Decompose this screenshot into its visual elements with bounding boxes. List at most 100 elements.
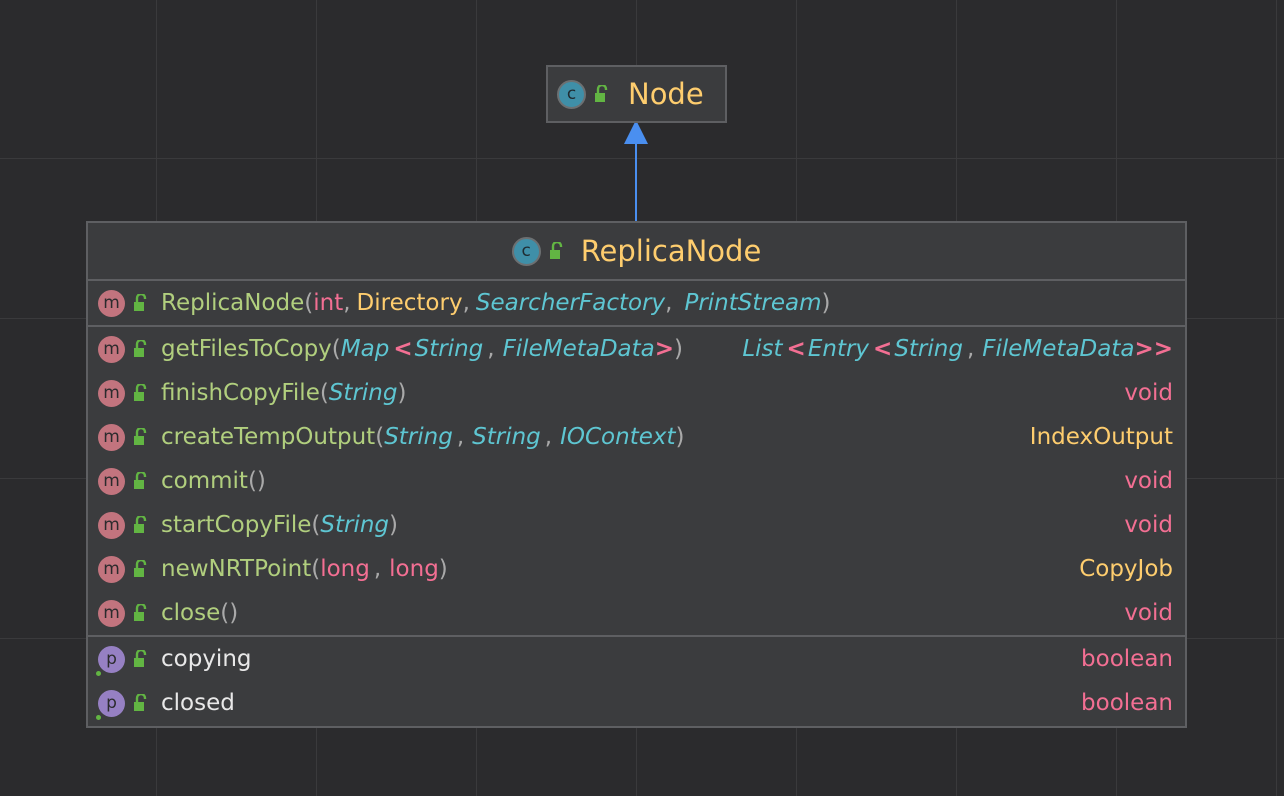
param-separator: ,: [665, 290, 673, 316]
public-lock-icon: [134, 428, 147, 445]
method-icon: m: [98, 467, 125, 495]
return-type: void: [1124, 512, 1173, 538]
close-paren: ): [256, 468, 266, 494]
public-lock-icon: [134, 384, 147, 401]
public-lock-icon: [134, 472, 147, 489]
constructor-param: int: [313, 290, 344, 316]
return-type: void: [1124, 380, 1173, 406]
open-paren: (: [319, 380, 329, 406]
public-lock-icon: [549, 242, 562, 259]
constructor-param: Directory: [356, 290, 463, 316]
method-param: long: [389, 556, 439, 582]
return-type: CopyJob: [1079, 556, 1173, 582]
open-paren: (: [304, 290, 314, 316]
close-paren: ): [438, 556, 448, 582]
method-name: finishCopyFile: [161, 380, 320, 406]
method-param: String: [320, 512, 390, 538]
method-param: String: [472, 424, 541, 450]
method-param: String: [384, 424, 453, 450]
close-paren: ): [675, 424, 685, 450]
inheritance-arrow: [624, 120, 648, 224]
close-paren: ): [821, 290, 831, 316]
param-separator: ,: [456, 424, 465, 450]
method-name: createTempOutput: [161, 424, 376, 450]
replicanode-header: c ReplicaNode: [88, 223, 1185, 281]
node-header: c Node: [548, 67, 725, 121]
param-separator: ,: [462, 290, 470, 316]
type-token: FileMetaData: [502, 336, 655, 362]
type-token: Entry: [807, 336, 870, 362]
method-param: long: [320, 556, 370, 582]
return-type: List<Entry<String,FileMetaData>>: [742, 336, 1173, 362]
field-name: closed: [161, 690, 235, 716]
return-type: void: [1124, 468, 1173, 494]
close-paren: ): [229, 600, 239, 626]
return-type: void: [1124, 600, 1173, 626]
public-lock-icon: [134, 516, 147, 533]
class-icon: c: [557, 79, 586, 109]
method-name: startCopyFile: [161, 512, 312, 538]
type-token: >>: [1134, 336, 1173, 362]
method-name: newNRTPoint: [161, 556, 312, 582]
field-row-closed[interactable]: p closed boolean: [88, 681, 1185, 725]
open-paren: (: [311, 512, 321, 538]
open-paren: (: [220, 600, 230, 626]
class-node-box[interactable]: c Node: [546, 65, 727, 123]
close-paren: ): [674, 336, 684, 362]
method-param: String: [328, 380, 398, 406]
method-name: close: [161, 600, 221, 626]
property-icon: p: [96, 645, 125, 676]
open-paren: (: [247, 468, 257, 494]
public-lock-icon: [134, 694, 147, 711]
method-icon: m: [98, 423, 125, 451]
node-class-name: Node: [628, 77, 704, 111]
method-icon: m: [98, 289, 125, 317]
type-token: ,: [966, 336, 975, 362]
method-icon: m: [98, 511, 125, 539]
type-token: <: [873, 336, 893, 362]
method-icon: m: [98, 555, 125, 583]
type-token: String: [894, 336, 963, 362]
public-lock-icon: [134, 294, 147, 311]
type-token: <: [786, 336, 806, 362]
method-name: commit: [161, 468, 248, 494]
field-name: copying: [161, 646, 252, 672]
close-paren: ): [397, 380, 407, 406]
constructor-name: ReplicaNode: [161, 290, 305, 316]
method-icon: m: [98, 335, 125, 363]
type-token: >: [654, 336, 675, 362]
param-separator: ,: [544, 424, 553, 450]
method-name: getFilesToCopy: [161, 336, 332, 362]
open-paren: (: [311, 556, 321, 582]
param-separator: ,: [373, 556, 382, 582]
return-type: IndexOutput: [1029, 424, 1173, 450]
public-lock-icon: [134, 340, 147, 357]
public-lock-icon: [134, 604, 147, 621]
method-param: IOContext: [560, 424, 676, 450]
type-token: List: [742, 336, 783, 362]
public-lock-icon: [595, 85, 608, 102]
constructor-param: SearcherFactory: [475, 290, 666, 316]
field-type: boolean: [1081, 690, 1173, 716]
param-separator: ,: [343, 290, 351, 316]
type-token: Map: [340, 336, 390, 362]
property-icon: p: [96, 689, 125, 720]
class-icon: c: [511, 236, 541, 266]
replicanode-class-name: ReplicaNode: [580, 234, 762, 268]
method-row-commit[interactable]: m commit() void: [88, 459, 1185, 503]
public-lock-icon: [134, 650, 147, 667]
public-lock-icon: [134, 560, 147, 577]
type-token: String: [414, 336, 484, 362]
